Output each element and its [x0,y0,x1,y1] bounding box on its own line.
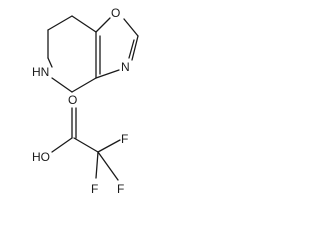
structure-drawing: O N HN O HO F F F [32,6,139,196]
bond-c5-nh [47,57,53,68]
trifluoroacetic-acid-structure: O HO F F F [32,93,128,196]
bond-n-c3a [95,69,120,79]
chemical-structure-canvas: O N HN O HO F F F [0,0,165,228]
bond-c-cf3 [73,137,99,153]
bond-cf-3 [97,151,119,181]
bond-nh-c4 [51,77,73,93]
atom-oxygen: O [111,6,120,20]
bond-c4-c3a [71,77,97,93]
bond-cf-2 [95,151,99,179]
oxazolopyridine-structure: O N HN [32,6,139,93]
atom-nitrogen-ring: N [121,60,130,74]
bond-c7-c7a [71,15,97,33]
atom-fluorine-2: F [91,182,98,196]
bond-o-c2 [123,18,139,37]
atom-carbonyl-oxygen: O [68,93,77,107]
atom-nitrogen-amine: HN [32,65,49,79]
bond-c7-c6 [47,15,73,31]
bond-c-oh [51,137,73,153]
atom-fluorine-3: F [117,182,124,196]
atom-fluorine-1: F [121,132,128,146]
atom-hydroxyl: HO [32,150,50,164]
bond-cf-1 [97,139,121,153]
bond-c7a-o [95,17,111,33]
bond-c2-n-inner [128,39,135,59]
bond-c2-n [131,35,139,61]
